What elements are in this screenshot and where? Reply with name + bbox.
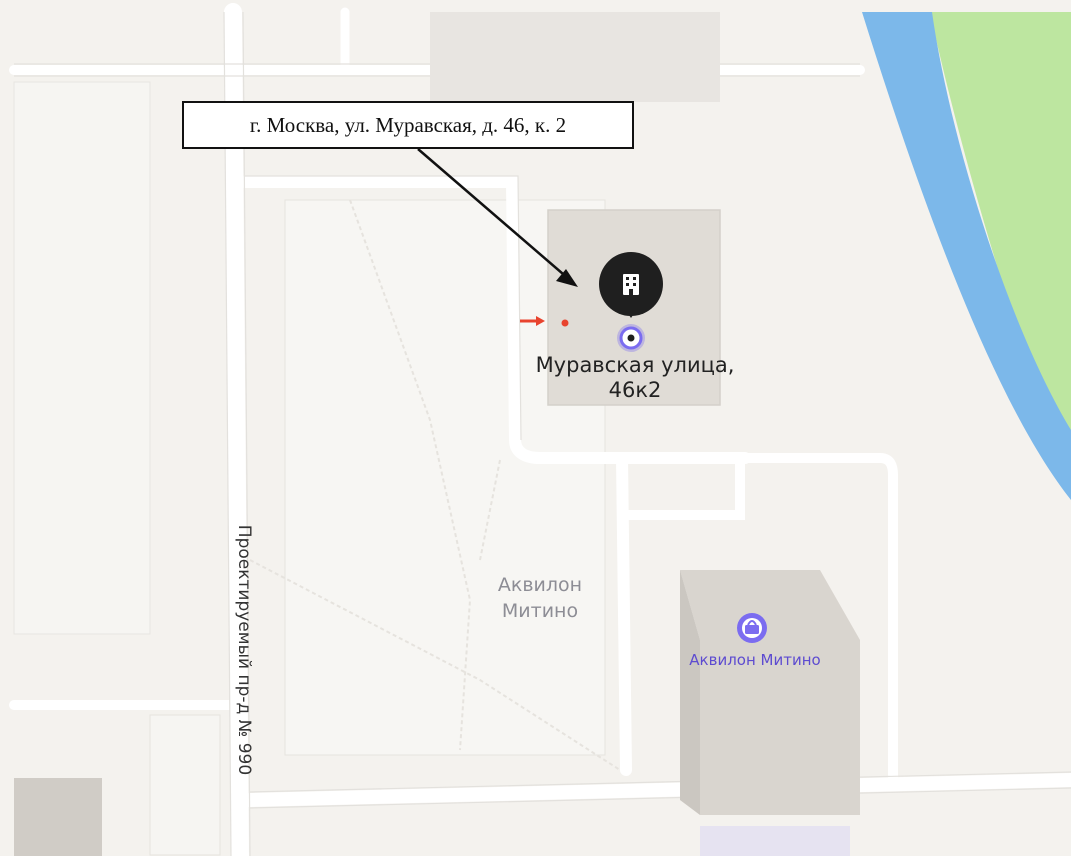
building-footprint bbox=[14, 778, 102, 856]
river bbox=[862, 12, 1071, 500]
building-pin[interactable] bbox=[599, 252, 663, 352]
mall-building[interactable] bbox=[680, 570, 860, 815]
entrance-arrow-icon bbox=[520, 316, 545, 326]
area-label-line2: Митино bbox=[501, 600, 579, 622]
building-address-label[interactable]: Муравская улица, 46к2 bbox=[455, 353, 815, 403]
area-label: Аквилон Митино bbox=[445, 572, 635, 624]
building-address-line2: 46к2 bbox=[608, 378, 662, 402]
city-block bbox=[13, 81, 151, 635]
building-footprint bbox=[430, 12, 720, 102]
poi-label[interactable]: Аквилон Митино bbox=[689, 651, 821, 669]
area-label-line1: Аквилон bbox=[497, 574, 583, 596]
city-block bbox=[149, 714, 221, 856]
address-callout: г. Москва, ул. Муравская, д. 46, к. 2 bbox=[182, 101, 634, 149]
building-icon bbox=[623, 274, 639, 295]
park-area bbox=[930, 12, 1071, 470]
address-callout-text: г. Москва, ул. Муравская, д. 46, к. 2 bbox=[249, 112, 567, 137]
shopping-bag-icon[interactable] bbox=[737, 613, 767, 643]
road-label: Проектируемый пр-д № 990 bbox=[234, 524, 254, 776]
callout-arrow bbox=[417, 148, 578, 287]
entrance-dot bbox=[561, 319, 569, 327]
building-address-line1: Муравская улица, bbox=[535, 353, 735, 377]
